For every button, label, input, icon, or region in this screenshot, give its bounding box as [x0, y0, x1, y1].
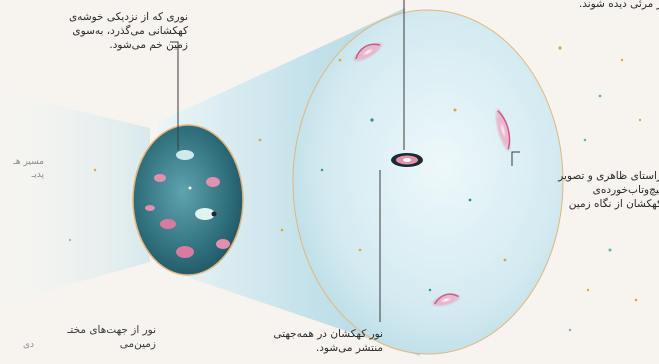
visible-light-label: نور مرئی دیده شوند.	[520, 0, 659, 11]
twisted-image-label: راستای ظاهری و تصویر پیچ‌وتاب‌خورده‌ی که…	[512, 169, 659, 211]
light-spread-label: نور کهکشان در همه‌جهتی منتشر می‌شود.	[248, 327, 383, 355]
lensing-label: نوری که از نزدیکی خوشه‌ی کهکشانی می‌گذرد…	[38, 10, 188, 52]
light-directions-label: نور از جهت‌های مختـ زمین‌می	[34, 323, 156, 351]
source-galaxy	[391, 153, 423, 167]
left-light-beam	[0, 92, 150, 304]
cropped-edge-label-top: مسیر هـ پدیـ	[0, 156, 44, 182]
cropped-edge-label-bottom: دی	[0, 339, 34, 352]
